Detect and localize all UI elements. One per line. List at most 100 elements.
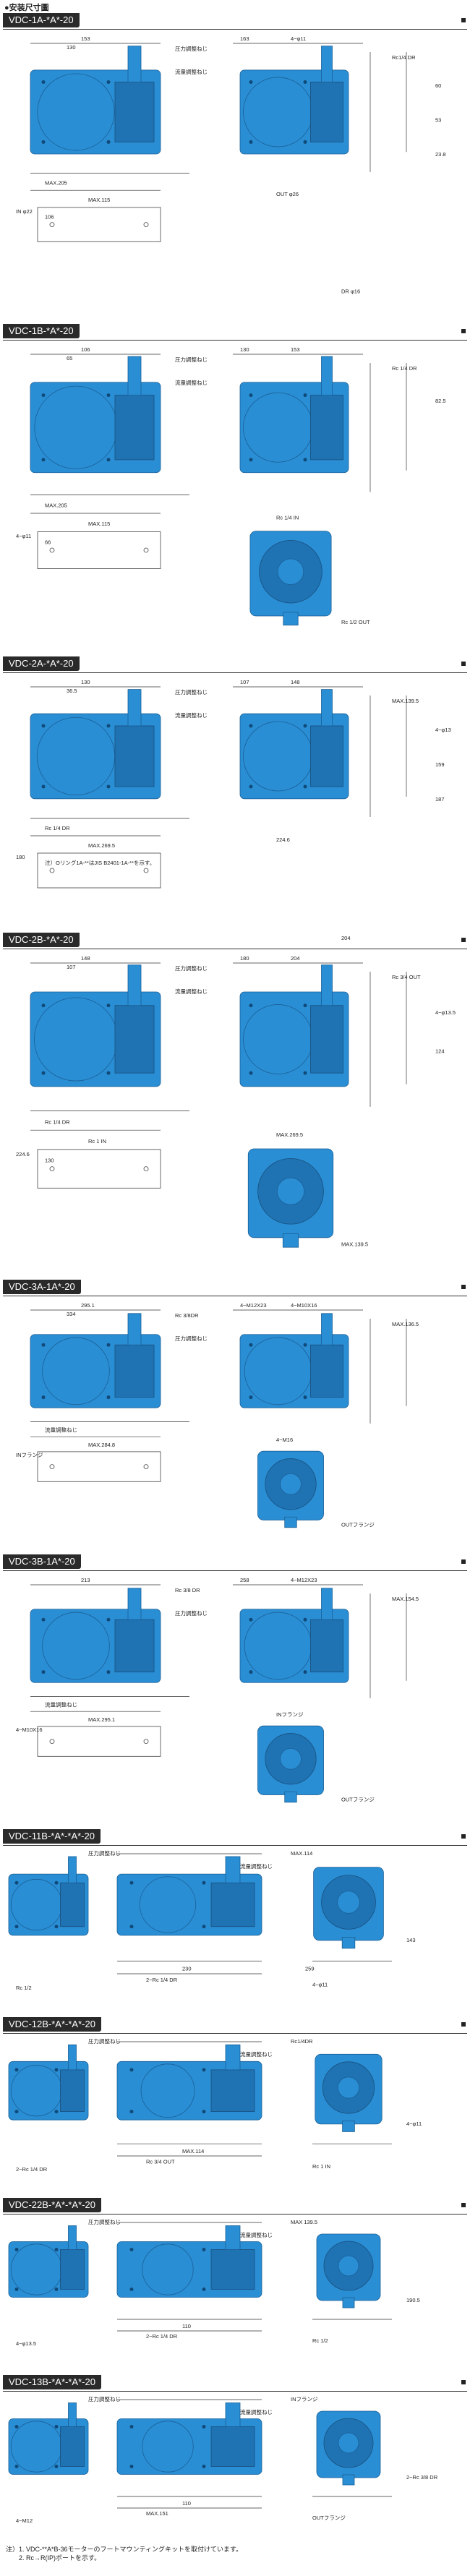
mounting-footprint bbox=[37, 1726, 161, 1757]
section-marker bbox=[461, 2022, 466, 2027]
dimension-label: 204 bbox=[291, 955, 300, 962]
section-header: VDC-3B-1A*-20 bbox=[3, 1554, 467, 1571]
dimension-label: 130 bbox=[81, 679, 90, 685]
pump-rear-view bbox=[313, 1867, 384, 1949]
dimension-label: Rc 1/4 IN bbox=[276, 515, 299, 521]
dimension-label: 190.5 bbox=[406, 2297, 420, 2303]
pump-side-view bbox=[239, 1588, 349, 1683]
dimension-label: MAX.295.1 bbox=[88, 1716, 115, 1723]
dimension-label: Rc 1/2 OUT bbox=[341, 619, 370, 625]
dimension-label: Rc 3/8DR bbox=[175, 1312, 199, 1319]
pump-side-view bbox=[8, 2225, 89, 2298]
pump-front-view bbox=[30, 1588, 161, 1683]
section-marker bbox=[461, 2203, 466, 2207]
pump-front-view bbox=[30, 1313, 161, 1408]
dimension-label: 66 bbox=[45, 539, 51, 546]
dimension-label: 107 bbox=[240, 679, 249, 685]
dimension-label: Rc 1/2 bbox=[16, 1985, 32, 1991]
dimension-label: MAX.151 bbox=[146, 2510, 168, 2517]
dimension-label: MAX.114 bbox=[182, 2148, 204, 2154]
dimension-label: Rc 1/2 bbox=[312, 2337, 328, 2344]
dimension-label: MAX.269.5 bbox=[276, 1131, 303, 1138]
section-model-tab: VDC-1B-*A*-20 bbox=[3, 324, 80, 338]
dimension-label: 4−φ11 bbox=[406, 2121, 422, 2127]
dimension-label: 259 bbox=[305, 1966, 315, 1972]
section-header: VDC-2B-*A*-20 bbox=[3, 933, 467, 949]
dimension-label: 4−φ13.5 bbox=[435, 1009, 456, 1016]
dimension-label: MAX.139.5 bbox=[392, 698, 419, 704]
dimension-label: 2−Rc 1/4 DR bbox=[146, 1977, 178, 1983]
section-header: VDC-11B-*A*-*A*-20 bbox=[3, 1829, 467, 1846]
dimension-label: INフランジ bbox=[291, 2396, 318, 2402]
dimension-label: 187 bbox=[435, 796, 445, 803]
dimension-label: 148 bbox=[81, 955, 90, 962]
pump-side-view bbox=[8, 1856, 89, 1936]
section-header: VDC-12B-*A*-*A*-20 bbox=[3, 2017, 467, 2034]
dimension-label: Rc1/4 DR bbox=[392, 54, 416, 61]
dimension-label: 180 bbox=[240, 955, 249, 962]
dimension-label: MAX.205 bbox=[45, 502, 67, 509]
dimension-label: OUT φ26 bbox=[276, 191, 299, 197]
dimension-label: 注）Oリング1A-**はJIS B2401-1A-**を示す。 bbox=[45, 859, 155, 866]
dimension-label: Rc 1/4 DR bbox=[45, 1118, 70, 1125]
dimension-label: DR φ16 bbox=[341, 288, 360, 294]
pump-side-view bbox=[8, 2402, 89, 2475]
dimension-label: 153 bbox=[81, 35, 90, 42]
dimension-label: MAX.139.5 bbox=[341, 1241, 368, 1247]
dimension-label: MAX.115 bbox=[88, 521, 110, 527]
pump-front-view bbox=[30, 356, 161, 474]
dimension-label: 圧力調整ねじ bbox=[88, 2037, 121, 2045]
dimension-label: 130 bbox=[67, 44, 76, 51]
dimension-label: Rc 1/4 DR bbox=[45, 825, 70, 831]
mounting-footprint bbox=[37, 1149, 161, 1189]
dimension-label: 4−φ11 bbox=[291, 35, 306, 42]
dimension-label: 224.6 bbox=[276, 836, 290, 843]
section-marker bbox=[461, 18, 466, 22]
mounting-footprint bbox=[37, 1451, 161, 1482]
pump-rear-view bbox=[247, 1148, 334, 1248]
pump-side-view bbox=[239, 46, 349, 155]
dimension-label: 2−Rc 1/4 DR bbox=[16, 2166, 48, 2173]
pump-rear-view bbox=[315, 2053, 383, 2132]
dimension-label: INフランジ bbox=[276, 1711, 304, 1718]
dimension-label: INフランジ bbox=[16, 1452, 43, 1458]
section-header: VDC-2A-*A*-20 bbox=[3, 656, 467, 673]
section-marker bbox=[461, 1285, 466, 1289]
pump-rear-view bbox=[257, 1450, 324, 1528]
dimension-label: 110 bbox=[182, 2500, 191, 2507]
section-header: VDC-22B-*A*-*A*-20 bbox=[3, 2198, 467, 2215]
pump-rear-view bbox=[316, 2233, 381, 2308]
dimension-label: MAX.284.8 bbox=[88, 1442, 115, 1448]
dimension-label: 流量調整ねじ bbox=[175, 379, 208, 386]
section-marker bbox=[461, 1559, 466, 1564]
section-marker bbox=[461, 938, 466, 942]
dimension-label: OUTフランジ bbox=[312, 2515, 346, 2521]
dimension-label: MAX.136.5 bbox=[392, 1321, 419, 1327]
pump-rear-view bbox=[249, 531, 332, 626]
footnote-1: 注）1. VDC-**A*B-36モーターのフートマウンティングキットを取付けて… bbox=[6, 2546, 243, 2553]
section-model-tab: VDC-2B-*A*-20 bbox=[3, 933, 80, 947]
dimension-label: 148 bbox=[291, 679, 300, 685]
dimension-label: 圧力調整ねじ bbox=[175, 1609, 208, 1617]
dimension-label: 258 bbox=[240, 1577, 249, 1583]
mounting-footprint bbox=[37, 531, 161, 569]
section-model-tab: VDC-12B-*A*-*A*-20 bbox=[3, 2017, 101, 2032]
section-header: VDC-1A-*A*-20 bbox=[3, 13, 467, 30]
pump-rear-view bbox=[316, 2410, 381, 2486]
mounting-footprint bbox=[37, 207, 161, 242]
footnote-2: 2. Rc→R(IP)ポートを示す。 bbox=[6, 2554, 101, 2562]
dimension-label: 213 bbox=[81, 1577, 90, 1583]
pump-side-view bbox=[239, 689, 349, 800]
dimension-label: 圧力調整ねじ bbox=[175, 688, 208, 696]
dimension-label: 圧力調整ねじ bbox=[88, 2218, 121, 2225]
dimension-label: 110 bbox=[182, 2323, 191, 2329]
dimension-label: 153 bbox=[291, 346, 300, 353]
dimension-label: 4−M10X16 bbox=[291, 1302, 317, 1309]
dimension-label: 流量調整ねじ bbox=[45, 1700, 77, 1708]
